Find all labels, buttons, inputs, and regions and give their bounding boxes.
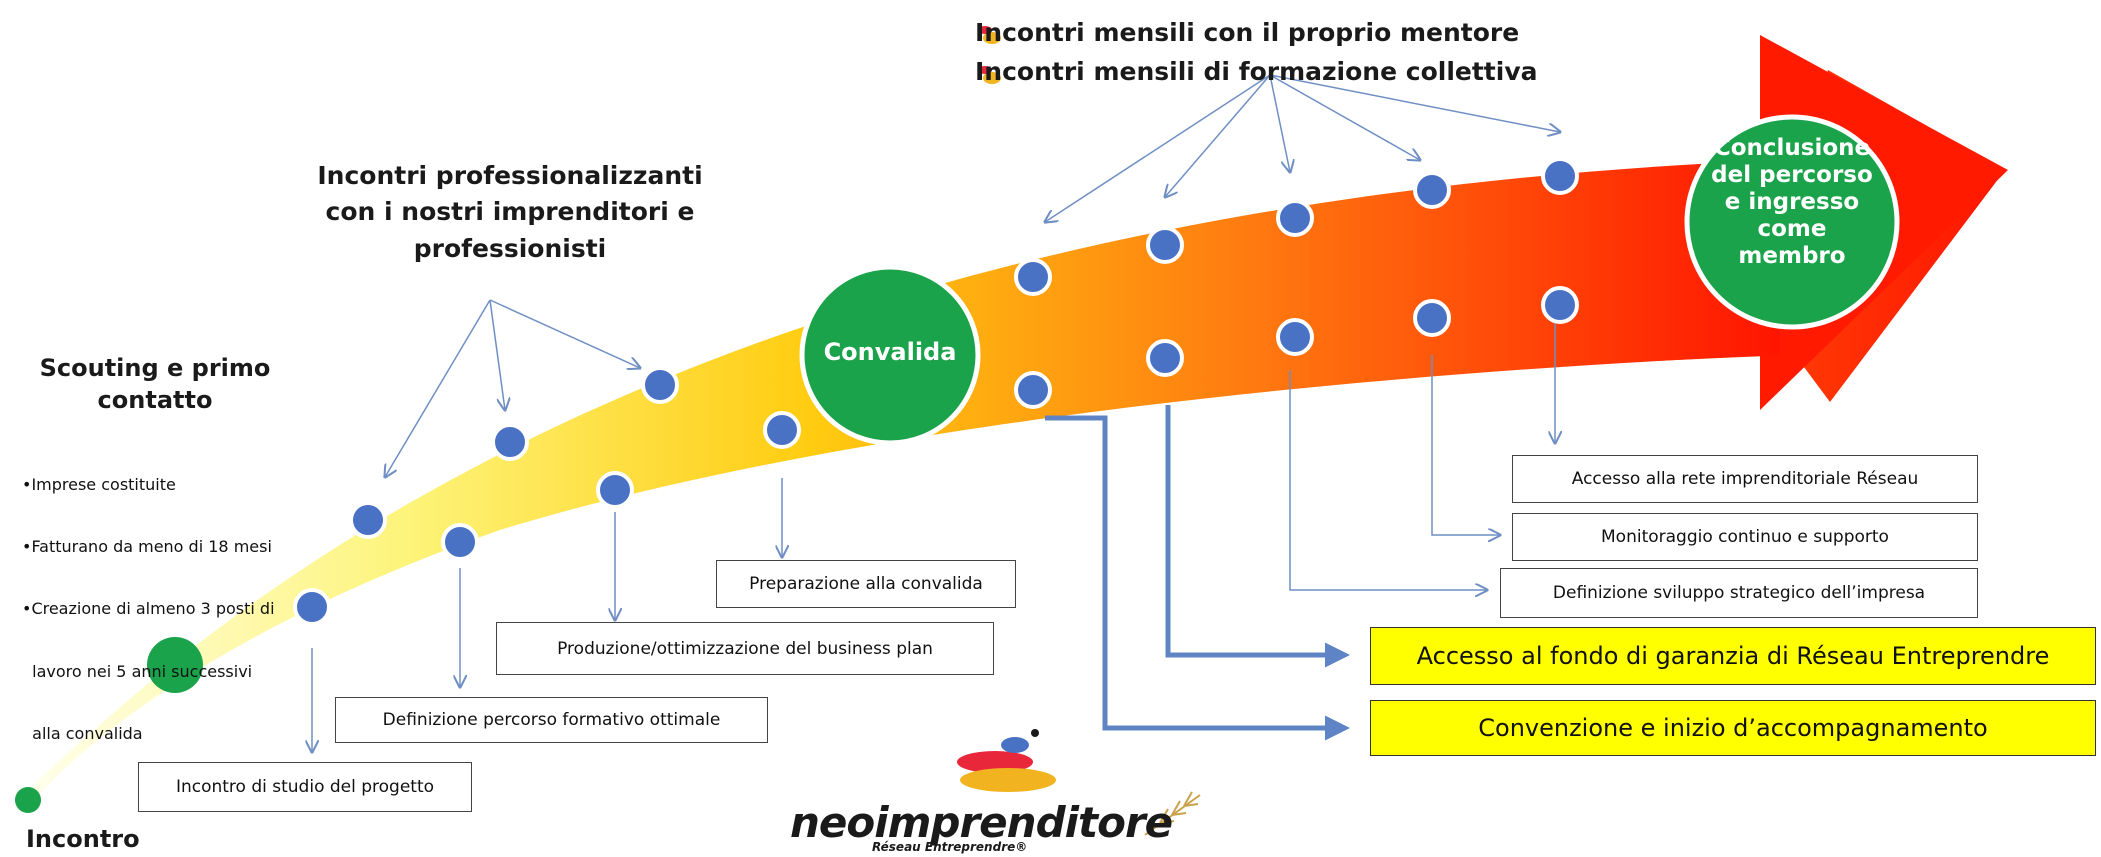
step-dot	[1014, 371, 1052, 409]
step-dot	[293, 588, 331, 626]
step-box-monitoring: Monitoraggio continuo e supporto	[1512, 513, 1978, 561]
criteria-item: •Creazione di almeno 3 posti di	[22, 599, 275, 619]
start-milestone	[15, 787, 41, 813]
connector-line	[1045, 74, 1271, 222]
validation-label: Convalida	[823, 338, 957, 366]
conclusion-line: membro	[1738, 242, 1846, 269]
logo-wordmark: neoimprenditore	[790, 798, 1173, 847]
title-line: Incontri professionalizzanti	[317, 161, 703, 190]
step-dot	[1146, 339, 1184, 377]
logo-mark	[957, 729, 1056, 792]
scouting-criteria: •Imprese costituite •Fatturano da meno d…	[22, 433, 352, 787]
step-dot	[491, 423, 529, 461]
title-line: con i nostri imprenditori e	[325, 197, 695, 227]
connector-line	[1431, 355, 1500, 535]
connector-line	[1165, 74, 1271, 197]
step-box-network-access: Accesso alla rete imprenditoriale Réseau	[1512, 455, 1978, 503]
step-box-strategy: Definizione sviluppo strategico dell’imp…	[1500, 568, 1978, 618]
step-dot	[1146, 226, 1184, 264]
connector-line	[1269, 74, 1420, 160]
legend-item-collective: Incontri mensili di formazione collettiv…	[975, 57, 1538, 86]
step-box-validation-prep: Preparazione alla convalida	[716, 560, 1016, 608]
step-dot	[441, 523, 479, 561]
logo-tagline: Réseau Entreprendre®	[872, 840, 1028, 854]
connector-line	[385, 299, 491, 477]
legend-item-mentor: Incontri mensili con il proprio mentore	[975, 18, 1520, 47]
step-box-project-study: Incontro di studio del progetto	[138, 762, 472, 812]
criteria-item: •Imprese costituite	[22, 474, 176, 494]
connector-line	[489, 299, 505, 410]
step-dot	[596, 471, 634, 509]
arrow-body-top	[20, 160, 1780, 805]
connector-line	[489, 299, 640, 368]
conclusion-line: Conclusione	[1713, 135, 1871, 161]
conclusion-circle	[1684, 114, 1900, 330]
start-label: Incontro	[26, 825, 140, 853]
step-dot	[1014, 258, 1052, 296]
agreement-box: Convenzione e inizio d’accompagnamento	[1370, 700, 2096, 756]
step-dot	[1276, 199, 1314, 237]
criteria-item: alla convalida	[22, 724, 143, 744]
step-box-training-path: Definizione percorso formativo ottimale	[335, 697, 768, 743]
step-dot	[1276, 318, 1314, 356]
step-box-business-plan: Produzione/ottimizzazione del business p…	[496, 622, 994, 675]
conclusion-line: del percorso	[1711, 161, 1873, 188]
conclusion-line: come	[1757, 215, 1827, 242]
guarantee-fund-box: Accesso al fondo di garanzia di Réseau E…	[1370, 627, 2096, 685]
criteria-item: lavoro nei 5 anni successivi	[22, 661, 253, 681]
connector-line	[1289, 370, 1487, 590]
conclusion-label: Conclusione del percorso e ingresso come…	[1690, 135, 1894, 270]
step-dot	[641, 366, 679, 404]
title-line: professionisti	[413, 233, 607, 263]
criteria-item: •Fatturano da meno di 18 mesi	[22, 536, 272, 556]
step-dot	[1541, 286, 1579, 324]
connector-line	[1269, 74, 1290, 172]
blue-dots	[293, 157, 1579, 626]
step-dot	[1541, 157, 1579, 195]
validation-circle	[799, 264, 981, 446]
legend-icon-1	[978, 26, 1001, 44]
connector-thick	[1045, 415, 1350, 741]
legend-icon-2	[978, 66, 1001, 84]
scouting-title: Scouting e primo contatto	[39, 354, 271, 415]
step-dot	[349, 501, 387, 539]
wheat-icon	[1144, 791, 1201, 836]
connector-thick	[1165, 405, 1350, 668]
conclusion-line: e ingresso	[1724, 188, 1860, 215]
professional-meetings-title: Incontri professionalizzanti con i nostr…	[300, 158, 720, 267]
connector-line	[1269, 74, 1560, 132]
step-dot	[1413, 171, 1451, 209]
milestone-green	[147, 637, 203, 693]
step-dot	[763, 411, 801, 449]
step-dot	[1413, 299, 1451, 337]
